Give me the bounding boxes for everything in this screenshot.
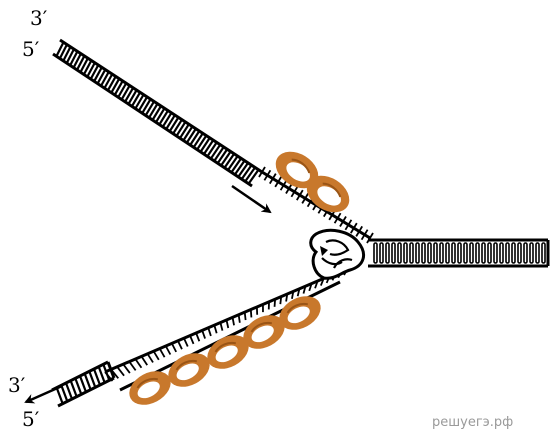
ssb-protein-icon (275, 151, 350, 213)
watermark: решуегэ.рф (432, 415, 513, 430)
upper-base-pairs (55, 41, 260, 185)
bottom-strand-3prime-label: 3′ (8, 373, 26, 397)
upper-synthesis-arrow (231, 184, 272, 214)
lower-base-pairs (55, 363, 111, 405)
bottom-strand-5prime-label: 5′ (22, 407, 40, 431)
top-strand-3prime-label: 3′ (30, 6, 48, 30)
lower-strand-ticks (104, 267, 349, 382)
lower-single-strand (104, 266, 349, 392)
helicase-icon (309, 228, 366, 280)
top-strand-5prime-label: 5′ (22, 37, 40, 61)
upper-double-strand (52, 38, 263, 188)
parental-duplex (368, 238, 550, 268)
ssb-protein-chain-icon (129, 296, 321, 405)
lower-synthesis-arrow (24, 384, 63, 404)
lower-double-strand (51, 360, 116, 408)
duplex-base-pairs (373, 242, 546, 264)
